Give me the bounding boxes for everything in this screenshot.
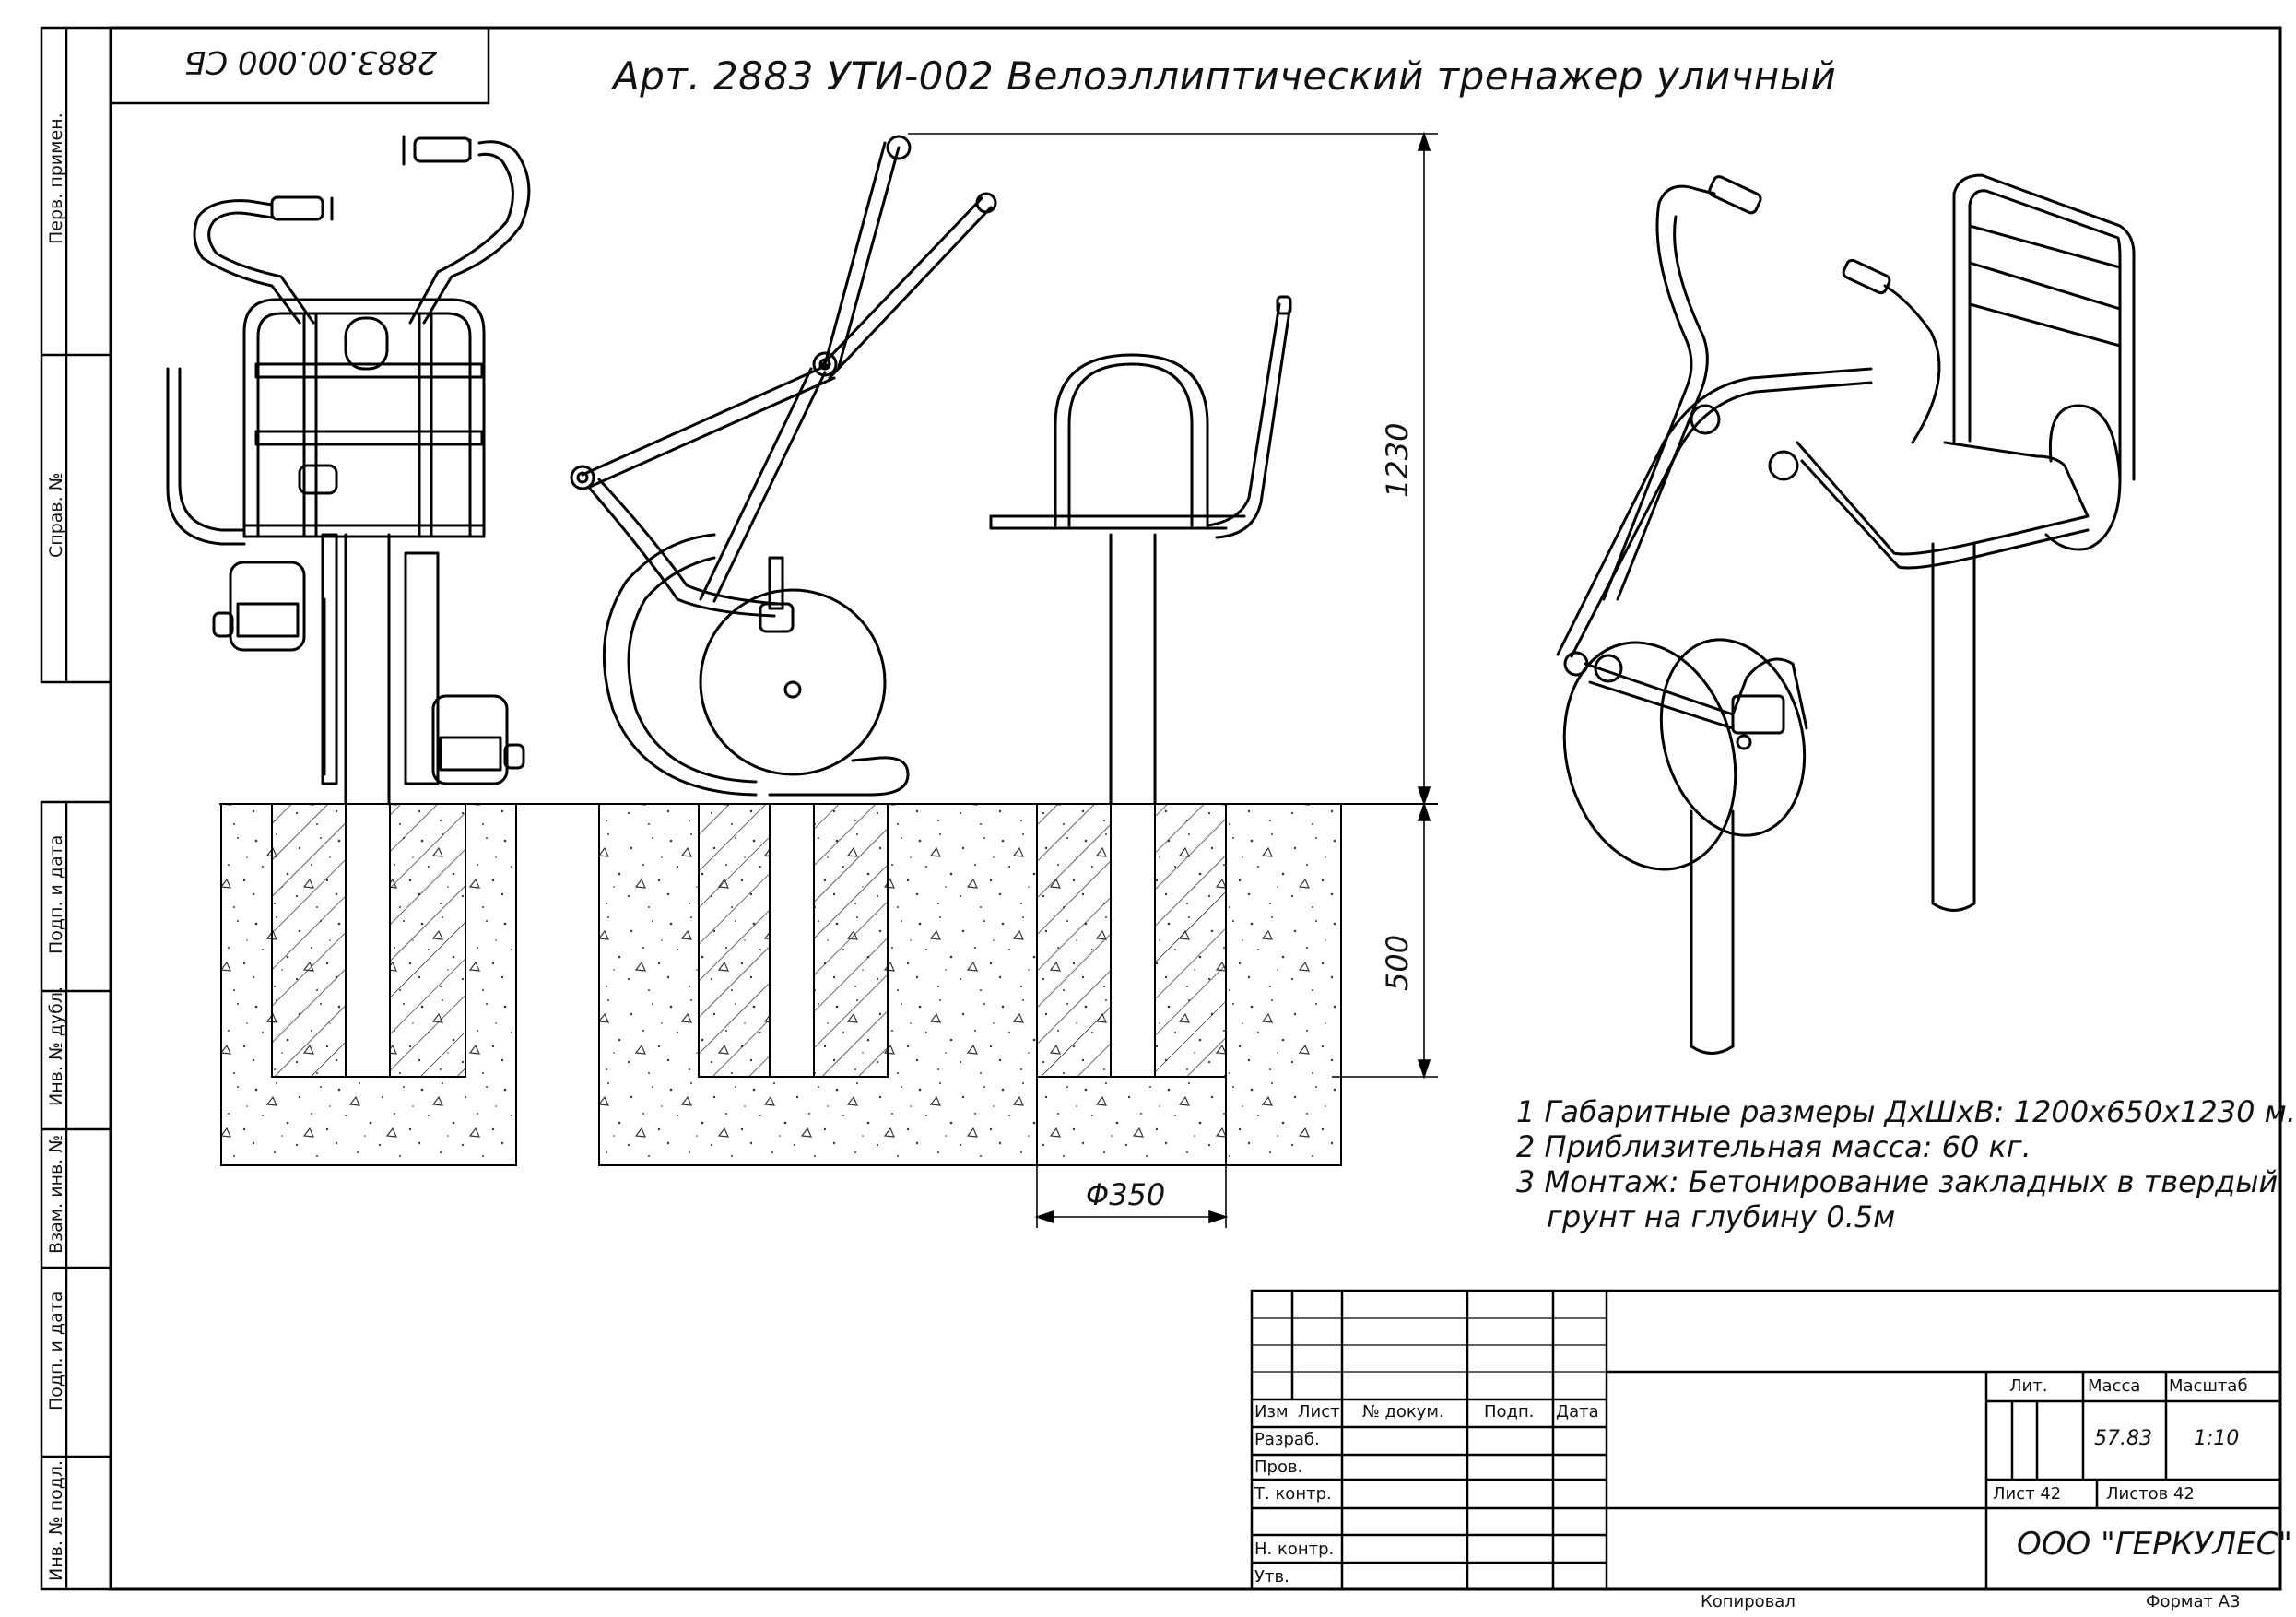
tb-list: Лист [1298,1402,1340,1422]
tb-prov: Пров. [1254,1458,1303,1477]
note-3-cont: грунт на глубину 0.5м [1547,1199,1896,1234]
side-view [570,135,1292,806]
footer-format: Формат А3 [2146,1592,2241,1611]
footer-kopiroval: Копировал [1701,1592,1796,1611]
code-box [109,26,490,105]
tb-n-kontr: Н. контр. [1254,1540,1335,1559]
side-label-podp-data-2: Подп. и дата [46,1291,66,1410]
title-block [1250,1289,2282,1591]
tb-lit: Лит. [2009,1376,2048,1396]
tb-data: Дата [1556,1402,1599,1422]
side-label-vzam-inv: Взам. инв. № [46,1134,66,1254]
tb-masshtab: Масштаб [2169,1376,2248,1396]
tb-razrab: Разраб. [1254,1430,1320,1449]
tb-masshtab-value: 1:10 [2194,1427,2240,1450]
dimension-depth: 500 [1380,934,1415,991]
drawing-title: Арт. 2883 УТИ-002 Велоэллиптический трен… [613,53,1837,99]
foundation-side [598,803,1342,1166]
tb-list-no: Лист 42 [1993,1484,2062,1504]
dimension-height: 1230 [1380,422,1415,498]
tb-listov: Листов 42 [2106,1484,2195,1504]
side-label-sprav-no: Справ. № [46,472,66,558]
note-1: 1 Габаритные размеры ДхШхВ: 1200х650х123… [1516,1094,2296,1129]
tb-t-kontr: Т. контр. [1254,1484,1332,1504]
side-strip [40,26,112,1591]
side-label-inv-podl: Инв. № подл. [46,1459,66,1581]
note-3: 3 Монтаж: Бетонирование закладных в твер… [1516,1164,2278,1199]
side-label-inv-dubl: Инв. № дубл. [46,986,66,1106]
tb-izm: Изм [1254,1402,1289,1422]
tb-massa: Масса [2088,1376,2141,1396]
tb-podp: Подп. [1484,1402,1535,1422]
drawing-code: 2883.00.000 СБ [184,43,438,80]
front-view [166,135,531,806]
dimension-diameter: Φ350 [1086,1177,1166,1212]
iso-view [1556,173,2136,1055]
tb-dokum: № докум. [1362,1402,1444,1422]
tb-utv: Утв. [1254,1567,1289,1587]
foundation-front [220,803,517,1166]
dimensions [908,131,1438,1228]
side-label-podp-data-1: Подп. и дата [46,834,66,954]
side-label-perv-primen: Перв. примен. [46,112,66,244]
tb-company: ООО "ГЕРКУЛЕС" [2017,1526,2292,1563]
tb-massa-value: 57.83 [2094,1427,2152,1450]
note-2: 2 Приблизительная масса: 60 кг. [1516,1129,2031,1164]
